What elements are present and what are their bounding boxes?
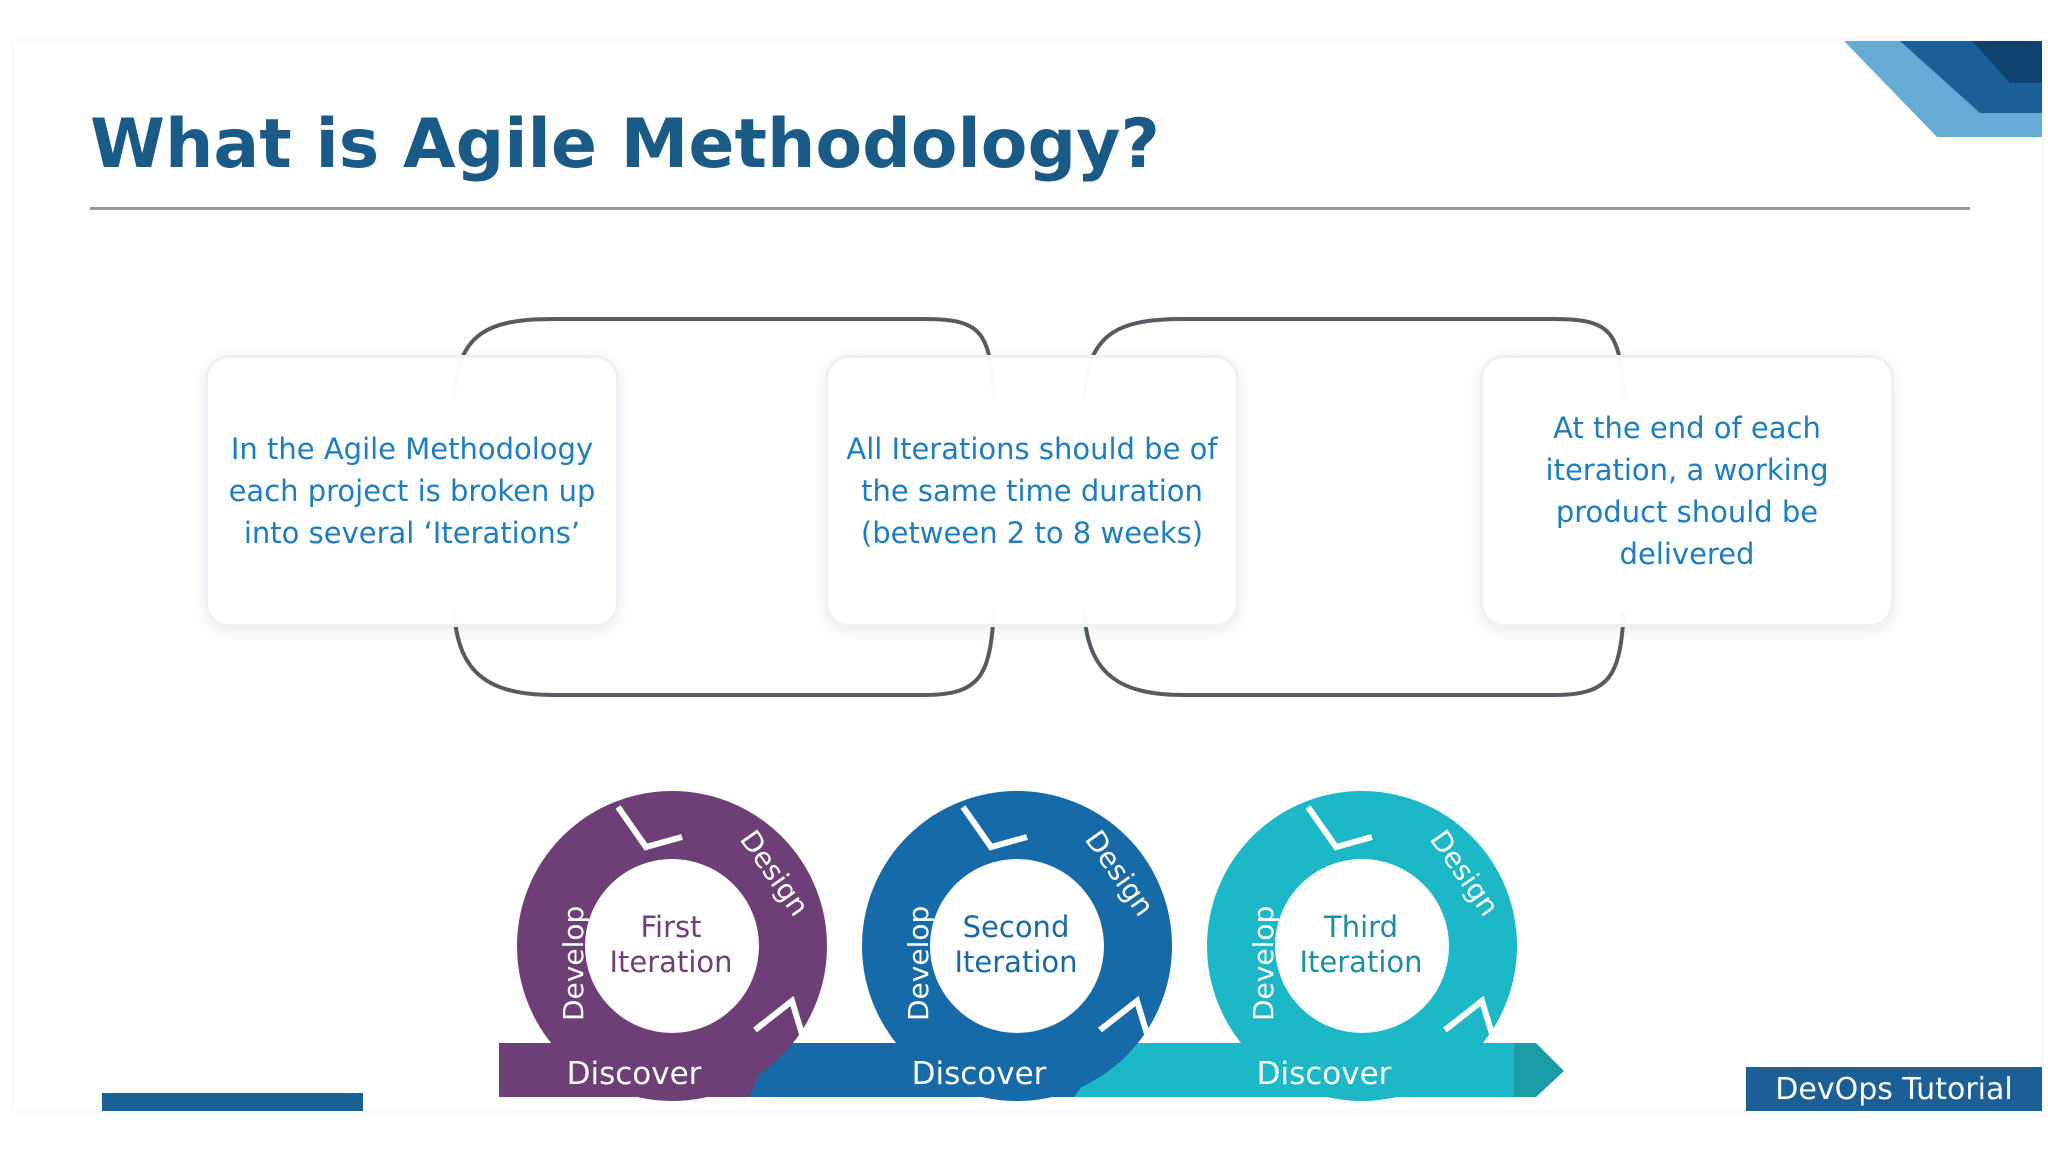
course-badge: DevOps Tutorial: [1746, 1067, 2042, 1111]
iteration-sub-1: Iteration: [609, 945, 732, 979]
discover-label-1: Discover: [567, 1056, 702, 1092]
iteration-name-3: Third: [1323, 910, 1398, 944]
info-card-1-text: In the Agile Methodology each project is…: [228, 432, 596, 550]
iteration-sub-2: Iteration: [954, 945, 1077, 979]
cycle-second-iteration: [862, 791, 1172, 1101]
iteration-name-1: First: [640, 910, 701, 944]
title-divider: [90, 207, 1970, 210]
iteration-name-2: Second: [963, 910, 1070, 944]
footer-accent-bar: [102, 1093, 363, 1111]
info-card-3-text: At the end of each iteration, a working …: [1545, 411, 1829, 571]
cycle-first-iteration: [517, 791, 827, 1101]
page-title: What is Agile Methodology?: [90, 105, 1160, 184]
info-card-2-text: All Iterations should be of the same tim…: [846, 432, 1218, 550]
develop-label-1: Develop: [557, 906, 590, 1021]
discover-label-3: Discover: [1257, 1056, 1392, 1092]
develop-label-2: Develop: [902, 906, 935, 1021]
info-card-2: All Iterations should be of the same tim…: [825, 355, 1239, 627]
develop-label-3: Develop: [1247, 906, 1280, 1021]
info-card-3: At the end of each iteration, a working …: [1480, 355, 1894, 627]
cycle-third-iteration: [1207, 791, 1517, 1101]
iteration-cycles: Develop Develop Develop Design Design De…: [499, 791, 1564, 1101]
info-card-1: In the Agile Methodology each project is…: [205, 355, 619, 627]
corner-decoration: [1844, 41, 2042, 137]
iteration-sub-3: Iteration: [1299, 945, 1422, 979]
discover-label-2: Discover: [912, 1056, 1047, 1092]
slide: What is Agile Methodology? In the Agile …: [14, 41, 2042, 1111]
